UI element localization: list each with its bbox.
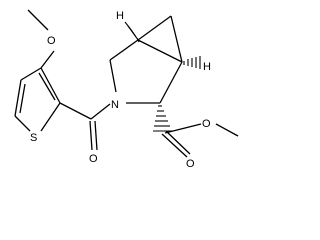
hashed-bond-top-h (124, 21, 140, 43)
bond-n-carbonyl (90, 103, 111, 120)
atom-n: N (111, 99, 119, 111)
bond-ester-c-o-double-1 (161, 133, 188, 158)
bond-c2-c1 (159, 61, 183, 104)
bond-carbonyl-double-2 (94, 120, 98, 151)
atom-o-ester: O (202, 118, 211, 130)
atom-o-carbonyl: O (89, 153, 98, 165)
bond-bridge (137, 39, 183, 63)
bond-thiophene-c5-s (14, 115, 31, 132)
bond-carbonyl-double-1 (89, 120, 93, 151)
bond-thiophene-s-c2 (40, 102, 61, 132)
bond-o-methyl (27, 9, 49, 31)
atom-h-top: H (116, 10, 124, 22)
atom-s: S (30, 132, 37, 144)
bond-thiophene-c4-c5-inner (19, 83, 26, 114)
structure-diagram: H H N O S O O O (14, 9, 239, 170)
atom-h-right: H (203, 61, 211, 73)
atom-o-methoxy: O (47, 35, 56, 47)
bond-ester-c-o-double-2 (165, 130, 191, 155)
bond-ester-c-o-single (164, 123, 202, 134)
bond-thiophene-c2-c3 (40, 67, 61, 104)
bond-thiophene-c3-c4 (20, 67, 42, 81)
bond-cyclopropane-top-right (170, 15, 183, 63)
hashed-bond-ester (153, 105, 172, 132)
bond-thiophene-c2-c3-inner (38, 72, 56, 101)
bond-ch2-n (109, 59, 117, 93)
atom-o-carbonyl-ester: O (186, 158, 195, 170)
bond-thiophene-c4-c5 (14, 79, 22, 117)
bond-ester-o-methyl (215, 123, 239, 137)
bond-carbonyl-thiophene (59, 102, 92, 120)
bond-c3-o-methoxy (40, 50, 55, 69)
bond-cyclopropane-top-left (137, 15, 172, 41)
hashed-bond-right-h (183, 56, 201, 69)
bond-ch2-left (109, 39, 139, 61)
